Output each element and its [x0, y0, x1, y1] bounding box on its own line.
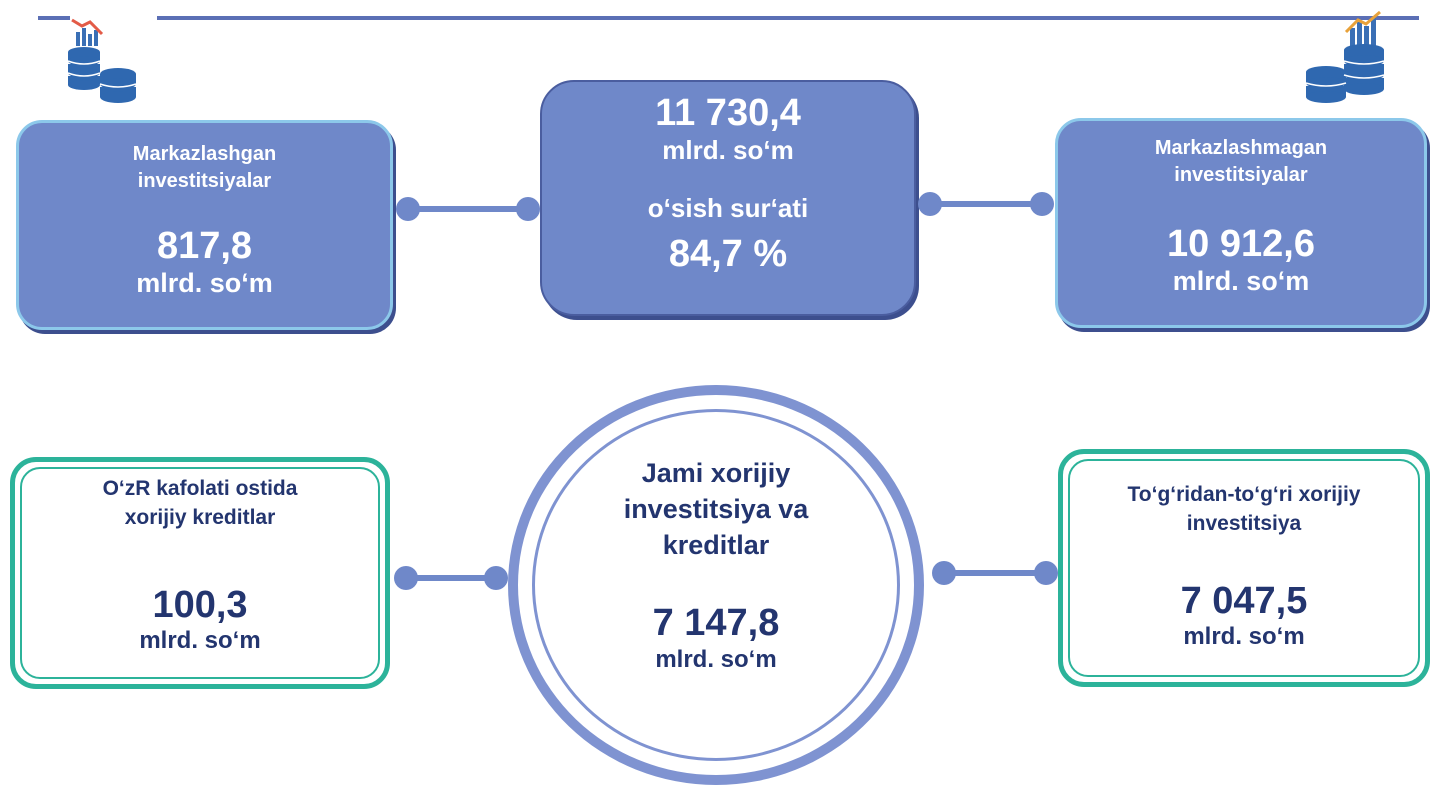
card-label: Markazlashmagan	[1154, 137, 1328, 159]
connector-dot	[1034, 561, 1058, 585]
circle-label: investitsiya va	[623, 494, 809, 524]
card-label: investitsiyalar	[137, 170, 272, 192]
growth-value: 84,7 %	[668, 233, 788, 275]
header-line	[157, 16, 1419, 20]
coin-stack-chart-icon	[67, 18, 137, 103]
card-value: 817,8	[156, 225, 253, 267]
connector-line	[408, 206, 530, 212]
card-inner-border	[1068, 459, 1420, 677]
header-line-left	[38, 16, 70, 20]
decentralized-investments-card: Markazlashmagan investitsiyalar 10 912,6…	[1055, 118, 1427, 328]
circle-label: kreditlar	[662, 530, 770, 560]
circle-unit: mlrd. so‘m	[655, 646, 777, 673]
guaranteed-loans-card: O‘zR kafolati ostida xorijiy kreditlar 1…	[10, 457, 390, 689]
centralized-investments-card: Markazlashgan investitsiyalar 817,8 mlrd…	[16, 120, 393, 330]
card-unit: mlrd. so‘m	[139, 627, 261, 654]
fdi-card: To‘g‘ridan-to‘g‘ri xorijiy investitsiya …	[1058, 449, 1430, 687]
card-label: xorijiy kreditlar	[124, 506, 276, 529]
circle-value: 7 147,8	[652, 602, 780, 644]
card-label: investitsiyalar	[1174, 164, 1308, 186]
card-label: O‘zR kafolati ostida	[102, 477, 298, 500]
card-label: Markazlashgan	[132, 143, 277, 165]
total-unit: mlrd. so‘m	[662, 135, 794, 165]
connector-line	[930, 201, 1042, 207]
card-value: 7 047,5	[1180, 580, 1308, 622]
card-value: 10 912,6	[1167, 223, 1315, 265]
connector-dot	[1030, 192, 1054, 216]
connector-line	[406, 575, 494, 581]
coin-stack-chart-icon	[1305, 10, 1385, 103]
card-label: investitsiya	[1186, 512, 1302, 535]
growth-label: o‘sish sur‘ati	[647, 193, 809, 223]
circle-label: Jami xorijiy	[641, 458, 791, 488]
connector-dot	[516, 197, 540, 221]
card-inner-border	[20, 467, 380, 679]
card-unit: mlrd. so‘m	[136, 268, 273, 298]
card-unit: mlrd. so‘m	[1183, 623, 1305, 650]
circle-label-block: Jami xorijiy investitsiya va kreditlar 7…	[518, 455, 914, 675]
card-unit: mlrd. so‘m	[1172, 266, 1310, 296]
card-label: To‘g‘ridan-to‘g‘ri xorijiy	[1127, 483, 1361, 506]
total-value: 11 730,4	[655, 92, 801, 134]
card-value: 100,3	[152, 584, 248, 626]
total-investments-card: 11 730,4 mlrd. so‘m o‘sish sur‘ati 84,7 …	[540, 80, 916, 316]
connector-line	[944, 570, 1044, 576]
total-foreign-circle: Jami xorijiy investitsiya va kreditlar 7…	[508, 385, 924, 785]
connector-dot	[484, 566, 508, 590]
